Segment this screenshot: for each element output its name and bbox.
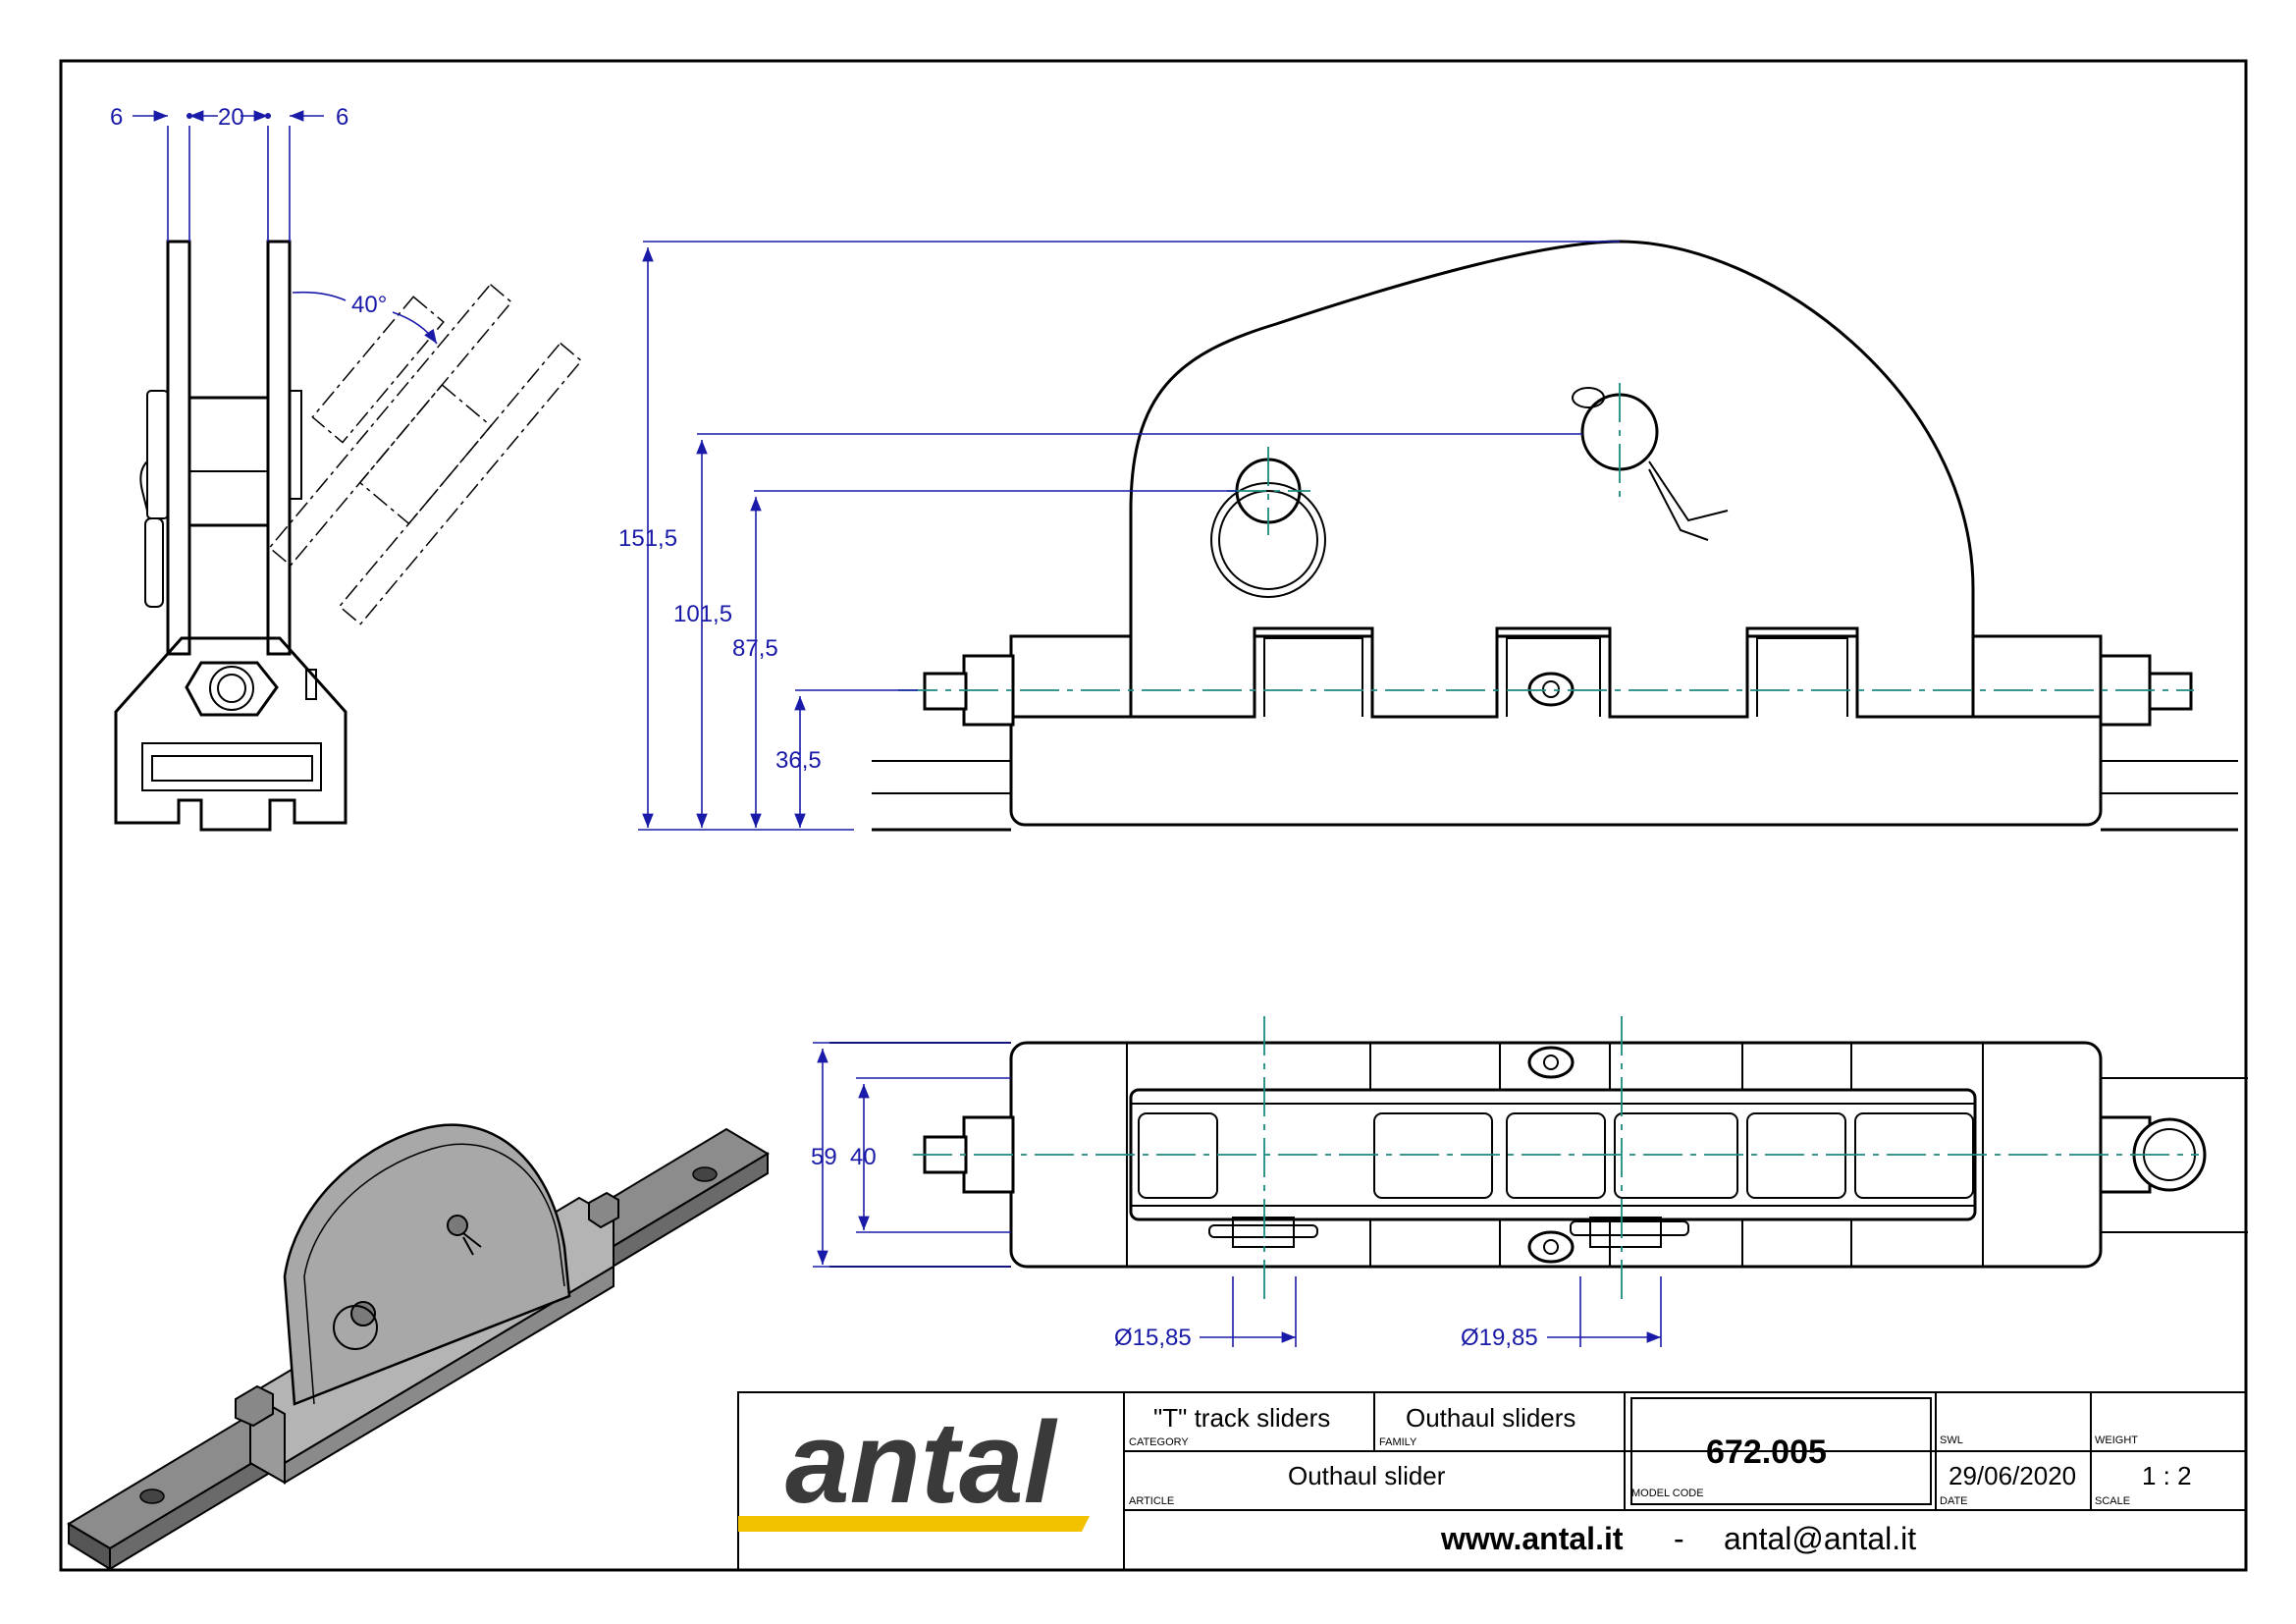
dim-angle: 40° bbox=[351, 292, 387, 318]
model-code-label: MODEL CODE bbox=[1631, 1488, 1704, 1499]
category-label: CATEGORY bbox=[1129, 1436, 1189, 1448]
scale-value: 1 : 2 bbox=[2142, 1461, 2192, 1490]
logo-stripe bbox=[738, 1516, 1090, 1532]
family-label: FAMILY bbox=[1379, 1436, 1417, 1448]
front-view: 6 20 6 40° bbox=[110, 104, 583, 832]
weight-label: WEIGHT bbox=[2095, 1435, 2138, 1446]
article-label: ARTICLE bbox=[1129, 1495, 1174, 1507]
title-block: antal "T" track sliders CATEGORY Outhaul… bbox=[737, 1391, 2247, 1571]
dim-pin-small: Ø15,85 bbox=[1114, 1325, 1192, 1351]
dim-pin-large: Ø19,85 bbox=[1461, 1325, 1538, 1351]
dim-height-axis: 36,5 bbox=[775, 747, 822, 774]
dim-plan-outer: 59 bbox=[811, 1144, 837, 1170]
model-code-value: 672.005 bbox=[1706, 1434, 1827, 1471]
dim-front-right: 6 bbox=[336, 104, 348, 131]
isometric-view bbox=[67, 1123, 770, 1571]
website-link[interactable]: www.antal.it bbox=[1440, 1521, 1624, 1556]
email-link[interactable]: antal@antal.it bbox=[1724, 1521, 1916, 1556]
dim-front-mid: 20 bbox=[218, 104, 244, 131]
dim-height-total: 151,5 bbox=[618, 525, 677, 552]
scale-label: SCALE bbox=[2095, 1495, 2130, 1507]
company-logo: antal bbox=[785, 1398, 1058, 1528]
plan-view: 59 40 Ø15,85 Ø19,85 bbox=[811, 1016, 2248, 1351]
dim-height-pin-lower: 87,5 bbox=[732, 635, 778, 662]
swl-label: SWL bbox=[1940, 1435, 1963, 1446]
date-label: DATE bbox=[1940, 1495, 1968, 1507]
article-value: Outhaul slider bbox=[1288, 1461, 1446, 1490]
family-value: Outhaul sliders bbox=[1406, 1403, 1575, 1433]
contact-separator: - bbox=[1674, 1521, 1684, 1556]
dim-front-left: 6 bbox=[110, 104, 123, 131]
date-value: 29/06/2020 bbox=[1949, 1461, 2076, 1490]
dim-plan-inner: 40 bbox=[850, 1144, 877, 1170]
side-view: 151,5 101,5 87,5 36,5 bbox=[618, 240, 2238, 832]
category-value: "T" track sliders bbox=[1153, 1403, 1330, 1433]
dim-height-pin-upper: 101,5 bbox=[673, 601, 732, 627]
